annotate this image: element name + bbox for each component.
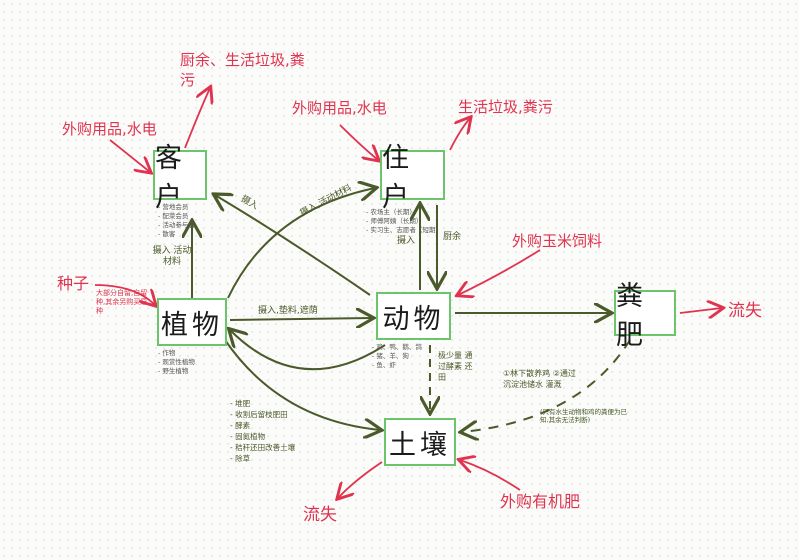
- plant-notes: 作物 观赏性植物 野生植物: [158, 349, 195, 376]
- label-soil-loss: 流失: [303, 505, 337, 525]
- note: 收割后留枝肥田: [230, 409, 295, 420]
- note: 除草: [230, 453, 295, 464]
- flow-plant-customer: 摄入 活动材料: [152, 246, 192, 267]
- note: 师傅阿姨（长期）: [366, 217, 442, 226]
- note: 配菜会员: [158, 212, 195, 221]
- flow-plant-animal: 摄入,垫料,遮荫: [258, 306, 318, 316]
- label-organic-fertilizer: 外购有机肥: [500, 492, 581, 511]
- note: 活动参与者: [158, 221, 195, 230]
- arrow-animal-customer: [215, 195, 371, 296]
- flow-animal-soil: 极少量 通过酵素 还田: [438, 351, 473, 382]
- flow-manure-soil-note: (只有水生动物和鸡的粪便为已知,其余无法判断): [540, 408, 628, 424]
- label-resident-purchase: 外购用品,水电: [292, 99, 387, 117]
- note: 固氮植物: [230, 431, 295, 442]
- note: 鸡、鸭、鹅、鸽: [372, 343, 422, 352]
- arrow-fertilizer-soil: [460, 460, 521, 491]
- arrow-soil-loss: [338, 461, 383, 498]
- label-customer-purchase: 外购用品,水电: [62, 120, 157, 138]
- note: 散客: [158, 230, 195, 239]
- node-manure: 粪肥: [614, 281, 676, 351]
- node-resident: 住户: [380, 143, 445, 213]
- label-manure-loss: 流失: [728, 301, 762, 321]
- node-animal: 动物: [376, 292, 451, 340]
- note: 野生植物: [158, 367, 195, 376]
- arrow-feed-animal: [458, 249, 541, 295]
- resident-notes: 农场主（长期） 师傅阿姨（长期） 实习生、志愿者（短期）: [366, 208, 442, 235]
- note: 秸秆还田改善土壤: [230, 442, 295, 453]
- customer-notes: 营地会员 配菜会员 活动参与者 散客: [158, 203, 195, 239]
- arrow-seeds-plant: [94, 284, 155, 305]
- animal-notes: 鸡、鸭、鹅、鸽 猪、羊、狗 鱼、虾: [372, 343, 422, 370]
- node-customer: 客户: [153, 143, 207, 213]
- arrow-manure-soil: [462, 339, 631, 432]
- label-resident-waste: 生活垃圾,粪污: [458, 98, 553, 116]
- flow-resident-animal: 厨余: [443, 232, 462, 242]
- note: 观赏性植物: [158, 358, 195, 367]
- arrow-animal-plant: [230, 330, 386, 371]
- note: 营地会员: [158, 203, 195, 212]
- note: 鱼、虾: [372, 361, 422, 370]
- soil-notes: 堆肥 收割后留枝肥田 酵素 固氮植物 秸秆还田改善土壤 除草: [230, 398, 295, 464]
- node-plant: 植物: [157, 298, 227, 346]
- node-soil: 土壤: [384, 418, 456, 466]
- flow-manure-soil: ①林下散养鸡 ②通过沉淀池储水 灌溉: [503, 369, 576, 389]
- note: 酵素: [230, 420, 295, 431]
- note: 作物: [158, 349, 195, 358]
- label-seeds-note: 大部分自留,自留种,其余另购买原种: [96, 289, 148, 315]
- arrow-plant-resident: [227, 188, 375, 299]
- flow-animal-resident: 摄入: [397, 236, 416, 246]
- note: 猪、羊、狗: [372, 352, 422, 361]
- label-customer-waste: 厨余、生活垃圾,粪污: [180, 51, 305, 89]
- note: 实习生、志愿者（短期）: [366, 226, 442, 235]
- arrow-purchase-resident: [339, 124, 378, 160]
- arrow-plant-animal: [229, 318, 372, 320]
- label-feed: 外购玉米饲料: [512, 232, 603, 250]
- label-seeds: 种子: [57, 274, 90, 293]
- arrow-customer-waste: [184, 88, 210, 149]
- arrow-manure-loss: [679, 308, 722, 313]
- note: 农场主（长期）: [366, 208, 442, 217]
- note: 堆肥: [230, 398, 295, 409]
- arrow-purchase-customer: [109, 139, 150, 172]
- arrow-resident-waste: [449, 118, 470, 151]
